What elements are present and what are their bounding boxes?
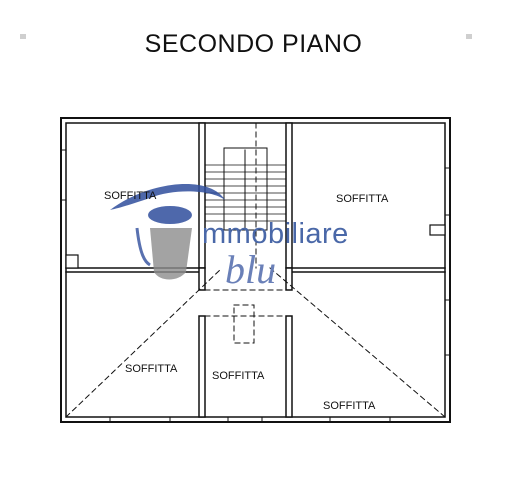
corner-mark-right: [466, 34, 472, 39]
center-wall-left: [198, 315, 206, 418]
page-title: SECONDO PIANO: [144, 30, 363, 58]
notch-left: [65, 254, 79, 269]
center-wall-right: [285, 315, 293, 418]
outer-wall: [60, 117, 451, 423]
room-label-bottom-left: SOFFITTA: [125, 363, 178, 375]
room-label-top-left: SOFFITTA: [104, 190, 157, 202]
watermark-logo: [110, 183, 225, 280]
landing-jamb-right: [285, 267, 293, 291]
corner-mark-left: [20, 34, 26, 39]
watermark-script: blu: [225, 247, 277, 292]
roof-dashed-lines: [65, 122, 446, 418]
notch-right: [429, 224, 446, 236]
room-label-bottom-center: SOFFITTA: [212, 370, 265, 382]
landing-jamb-left: [198, 267, 206, 291]
room-label-top-right: SOFFITTA: [336, 193, 389, 205]
watermark-name: mmobiliare: [202, 218, 349, 250]
room-label-bottom-right: SOFFITTA: [323, 400, 376, 412]
